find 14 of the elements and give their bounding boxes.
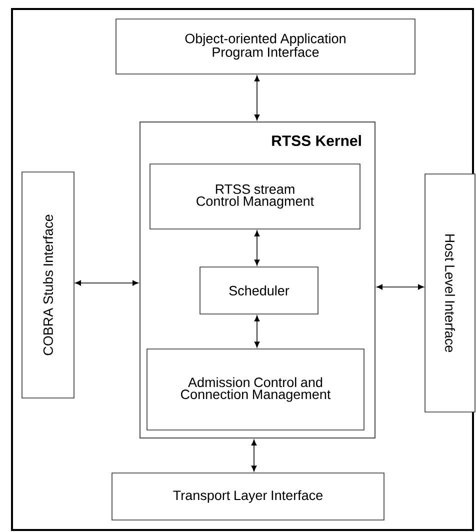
arrow bbox=[254, 75, 260, 120]
arrow bbox=[254, 230, 260, 266]
process-box: Host Level Interface bbox=[424, 174, 476, 412]
arrow bbox=[376, 284, 424, 290]
arrow bbox=[75, 280, 138, 286]
process-box: Admission Control and Connection Management bbox=[146, 348, 364, 430]
arrow bbox=[251, 440, 257, 472]
process-box: RTSS stream Control Managment bbox=[150, 164, 360, 230]
process-box: COBRA Stubs Interface bbox=[22, 172, 74, 398]
process-box: Transport Layer Interface bbox=[112, 472, 384, 520]
process-box: Scheduler bbox=[200, 266, 318, 314]
box-title: RTSS Kernel bbox=[272, 135, 361, 146]
arrow bbox=[254, 315, 260, 348]
process-box: Object-oriented Application Program Interface bbox=[116, 18, 416, 74]
